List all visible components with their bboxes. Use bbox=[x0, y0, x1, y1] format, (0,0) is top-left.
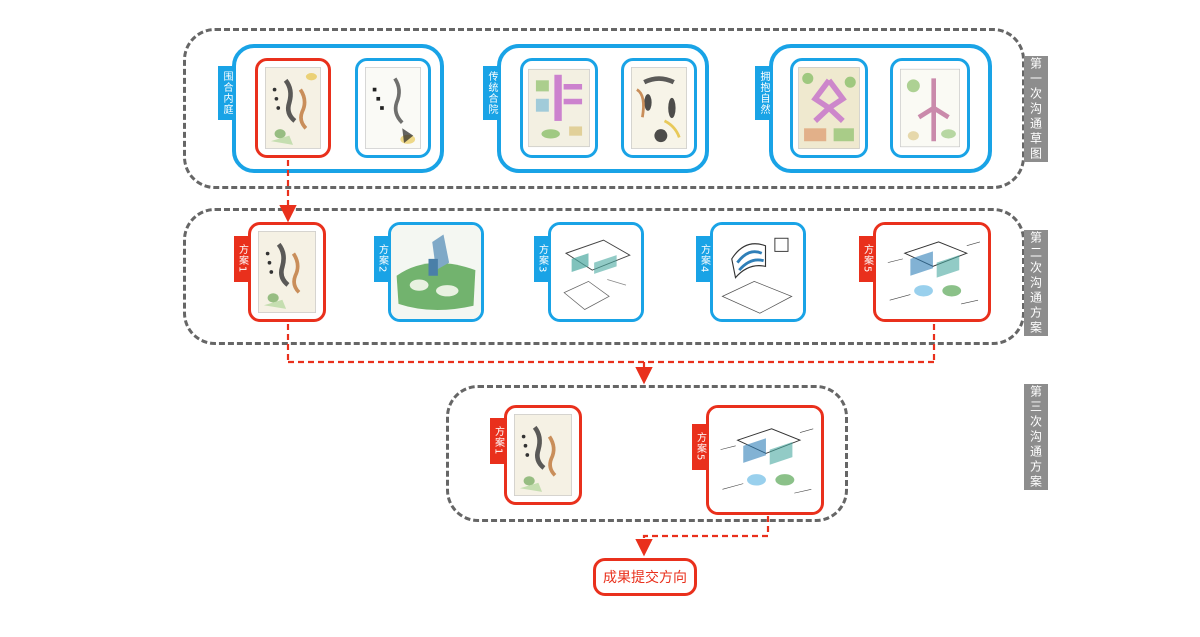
scheme-tag-5: 方案5 bbox=[859, 236, 874, 282]
group-traditional-courtyard bbox=[497, 44, 709, 173]
final-scheme-thumb-5 bbox=[706, 405, 824, 515]
round-1-frame bbox=[183, 28, 1025, 189]
sketch-plan-image bbox=[265, 67, 321, 149]
sketch-plan-image bbox=[798, 67, 860, 149]
group-label-enclosed: 围合内庭 bbox=[218, 66, 234, 120]
scheme-tag-3: 方案3 bbox=[534, 236, 549, 282]
final-scheme-tag-5: 方案5 bbox=[692, 424, 707, 470]
stage-label-second-round: 第二次沟通方案 bbox=[1024, 230, 1048, 336]
round-3-frame bbox=[446, 385, 848, 522]
sketch-thumb-embrace-b bbox=[890, 58, 970, 158]
final-submission-box: 成果提交方向 bbox=[593, 558, 697, 596]
sketch-axon-image bbox=[551, 225, 641, 319]
rendering-image bbox=[391, 225, 481, 319]
scheme-thumb-5 bbox=[873, 222, 991, 322]
final-scheme-thumb-1 bbox=[504, 405, 582, 505]
sketch-plan-image bbox=[514, 414, 572, 496]
scheme-tag-1: 方案1 bbox=[234, 236, 249, 282]
sketch-plan-image bbox=[631, 67, 687, 149]
stage-label-first-round: 第一次沟通草图 bbox=[1024, 56, 1048, 162]
sketch-plan-image bbox=[528, 68, 590, 148]
final-submission-label: 成果提交方向 bbox=[603, 570, 687, 586]
sketch-axon-image bbox=[876, 225, 988, 319]
scheme-thumb-2 bbox=[388, 222, 484, 322]
connector-round3-to-final bbox=[635, 516, 770, 557]
group-enclosed-courtyard bbox=[232, 44, 444, 173]
scheme-thumb-4 bbox=[710, 222, 806, 322]
sketch-axon-image bbox=[709, 408, 821, 512]
scheme-tag-2: 方案2 bbox=[374, 236, 389, 282]
scheme-thumb-3 bbox=[548, 222, 644, 322]
scheme-tag-4: 方案4 bbox=[696, 236, 711, 282]
sketch-thumb-enclosed-a bbox=[255, 58, 331, 158]
sketch-axon-image bbox=[713, 225, 803, 319]
sketch-thumb-embrace-a bbox=[790, 58, 868, 158]
sketch-plan-image bbox=[258, 231, 316, 313]
sketch-thumb-traditional-b bbox=[621, 58, 697, 158]
final-scheme-tag-1: 方案1 bbox=[490, 418, 505, 464]
stage-label-third-round: 第三次沟通方案 bbox=[1024, 384, 1048, 490]
sketch-plan-image bbox=[900, 68, 960, 148]
sketch-thumb-enclosed-b bbox=[355, 58, 431, 158]
sketch-thumb-traditional-a bbox=[520, 58, 598, 158]
sketch-plan-image bbox=[365, 67, 421, 149]
group-label-embrace: 拥抱自然 bbox=[755, 66, 771, 120]
round-2-frame bbox=[183, 208, 1025, 345]
group-label-traditional: 传统合院 bbox=[483, 66, 499, 120]
scheme-thumb-1 bbox=[248, 222, 326, 322]
group-embrace-nature bbox=[769, 44, 992, 173]
